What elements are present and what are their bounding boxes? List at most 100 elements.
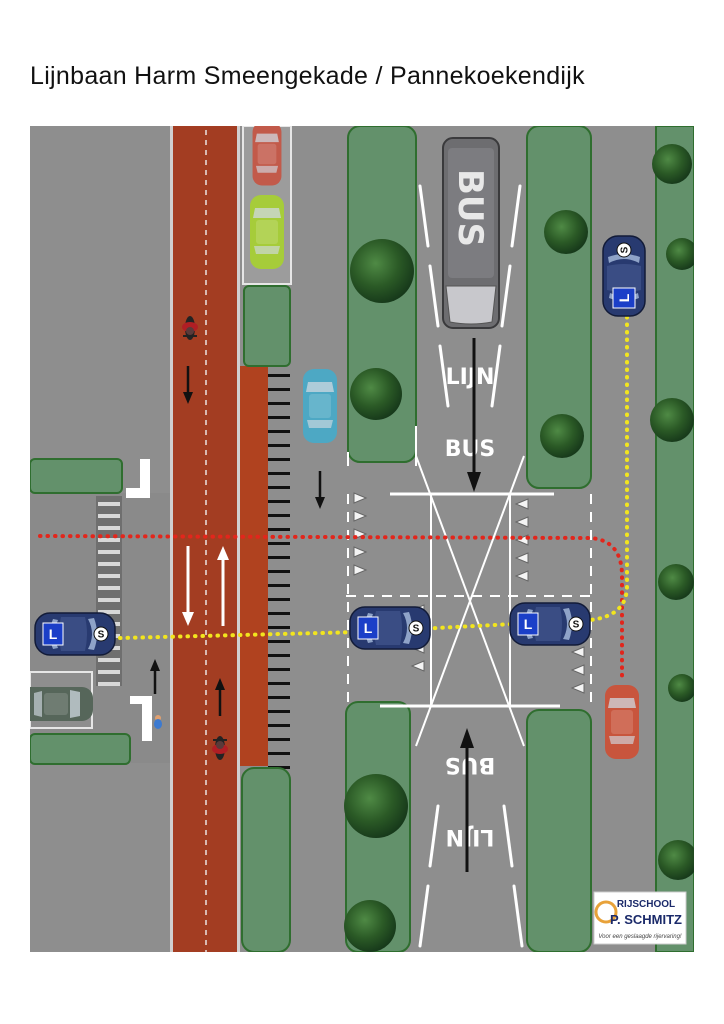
- stop-line-marking-south: [130, 696, 152, 741]
- bike-path-kerb-right: [237, 126, 240, 952]
- crossing-ladder-east-rungs: [268, 374, 290, 769]
- kerb-stripe: [268, 738, 290, 741]
- bus-lane-arrow-south: [467, 338, 481, 492]
- car-cyan: [303, 369, 337, 443]
- red-route: [38, 534, 624, 684]
- grass-island-side-street-south: [30, 733, 131, 765]
- kerb-stripe: [268, 570, 290, 573]
- tree: [650, 398, 694, 442]
- logo-tagline: Voor een geslaagde rijervaring!: [598, 934, 681, 940]
- crossing-rung: [98, 586, 120, 590]
- stop-line-marking-north: [126, 459, 150, 498]
- car-red-right: [605, 685, 639, 759]
- tree: [668, 674, 694, 702]
- kerb-stripe: [268, 458, 290, 461]
- tree: [344, 774, 408, 838]
- bike-path: [172, 126, 238, 952]
- crossing-rung: [98, 598, 120, 602]
- pedestrian: [154, 715, 162, 729]
- direction-arrows: [150, 366, 325, 716]
- grass-median-south-right: [526, 709, 592, 952]
- tree: [350, 239, 414, 303]
- crossing-rung: [98, 538, 120, 542]
- arrow-down-bike-white: [182, 546, 194, 626]
- kerb-stripe: [268, 556, 290, 559]
- kerb-stripe: [268, 444, 290, 447]
- learner-car-west: [34, 612, 116, 656]
- crossing-rung: [98, 574, 120, 578]
- kerb-stripe: [268, 696, 290, 699]
- parked-car-grey: [30, 687, 93, 721]
- grass-island-side-street-north: [30, 458, 123, 494]
- arrow-down-road: [315, 471, 325, 509]
- tree: [350, 368, 402, 420]
- crossing-rung: [98, 514, 120, 518]
- kerb-stripe: [268, 430, 290, 433]
- road-text-bus-north: BUS: [445, 437, 495, 462]
- driving-school-logo: RIJSCHOOL P. SCHMITZ Voor een geslaagde …: [593, 891, 687, 945]
- crossing-rung: [98, 670, 120, 674]
- tree: [540, 414, 584, 458]
- grass-island-parking: [243, 285, 291, 367]
- junction-box: [346, 455, 592, 747]
- kerb-stripe: [268, 724, 290, 727]
- kerb-stripe: [268, 640, 290, 643]
- kerb-stripe: [268, 388, 290, 391]
- road-text-lijn-north: LIJN: [446, 365, 495, 390]
- kerb-stripe: [268, 472, 290, 475]
- bus-lane-edge-markings: [418, 184, 524, 948]
- logo-line2: P. SCHMITZ: [610, 912, 682, 927]
- page-title: Lijnbaan Harm Smeengekade / Pannekoekend…: [30, 62, 585, 90]
- kerb-stripe: [268, 486, 290, 489]
- crossing-rung: [98, 610, 120, 614]
- kerb-stripe: [268, 416, 290, 419]
- logo-line1: RIJSCHOOL: [617, 899, 675, 910]
- tree: [658, 840, 694, 880]
- learner-car-north-east: [602, 235, 646, 317]
- trees: [344, 144, 694, 952]
- crossing-ladder-west: [96, 496, 122, 686]
- learner-car-east: [509, 602, 591, 646]
- arrow-down-bike-north: [183, 366, 193, 404]
- tree: [666, 238, 694, 270]
- kerb-stripe: [268, 528, 290, 531]
- crossing-rung: [98, 526, 120, 530]
- kerb-stripe: [268, 752, 290, 755]
- crossing-rung: [98, 502, 120, 506]
- bus-lane-arrow-north: [460, 728, 474, 872]
- learner-car-centre: [349, 606, 431, 650]
- kerb-stripe: [268, 654, 290, 657]
- arrow-up-side-street: [150, 659, 160, 694]
- kerb-stripe: [268, 514, 290, 517]
- grass-verge-bottom: [241, 767, 291, 952]
- junction-diagram: L S: [30, 126, 694, 952]
- crossing-rung: [98, 682, 120, 686]
- arrow-up-bike-south: [215, 678, 225, 716]
- kerb-stripe: [268, 500, 290, 503]
- crossing-rung: [98, 550, 120, 554]
- kerb-stripe: [268, 682, 290, 685]
- kerb-stripe: [268, 402, 290, 405]
- kerb-stripe: [268, 598, 290, 601]
- kerb-stripe: [268, 710, 290, 713]
- road-text-lijn-south: LIJN: [446, 824, 495, 849]
- bike-path-kerb-left: [170, 126, 173, 952]
- arrow-up-bike-white: [217, 546, 229, 626]
- road-text-bus-south: BUS: [445, 752, 495, 777]
- parked-car-red: [252, 126, 282, 186]
- kerb-stripe: [268, 542, 290, 545]
- kerb-stripe: [268, 626, 290, 629]
- kerb-stripe: [268, 612, 290, 615]
- verge-strip: [240, 366, 268, 766]
- kerb-stripe: [268, 584, 290, 587]
- crossing-rung: [98, 562, 120, 566]
- parked-car-lime: [250, 195, 284, 269]
- crossing-rung: [98, 658, 120, 662]
- bus-roof-text: BUS: [450, 169, 490, 247]
- kerb-stripe: [268, 668, 290, 671]
- bus: BUS: [442, 137, 500, 329]
- kerb-line-north: [347, 426, 417, 466]
- tree: [544, 210, 588, 254]
- tree: [658, 564, 694, 600]
- yellow-route: [118, 314, 629, 640]
